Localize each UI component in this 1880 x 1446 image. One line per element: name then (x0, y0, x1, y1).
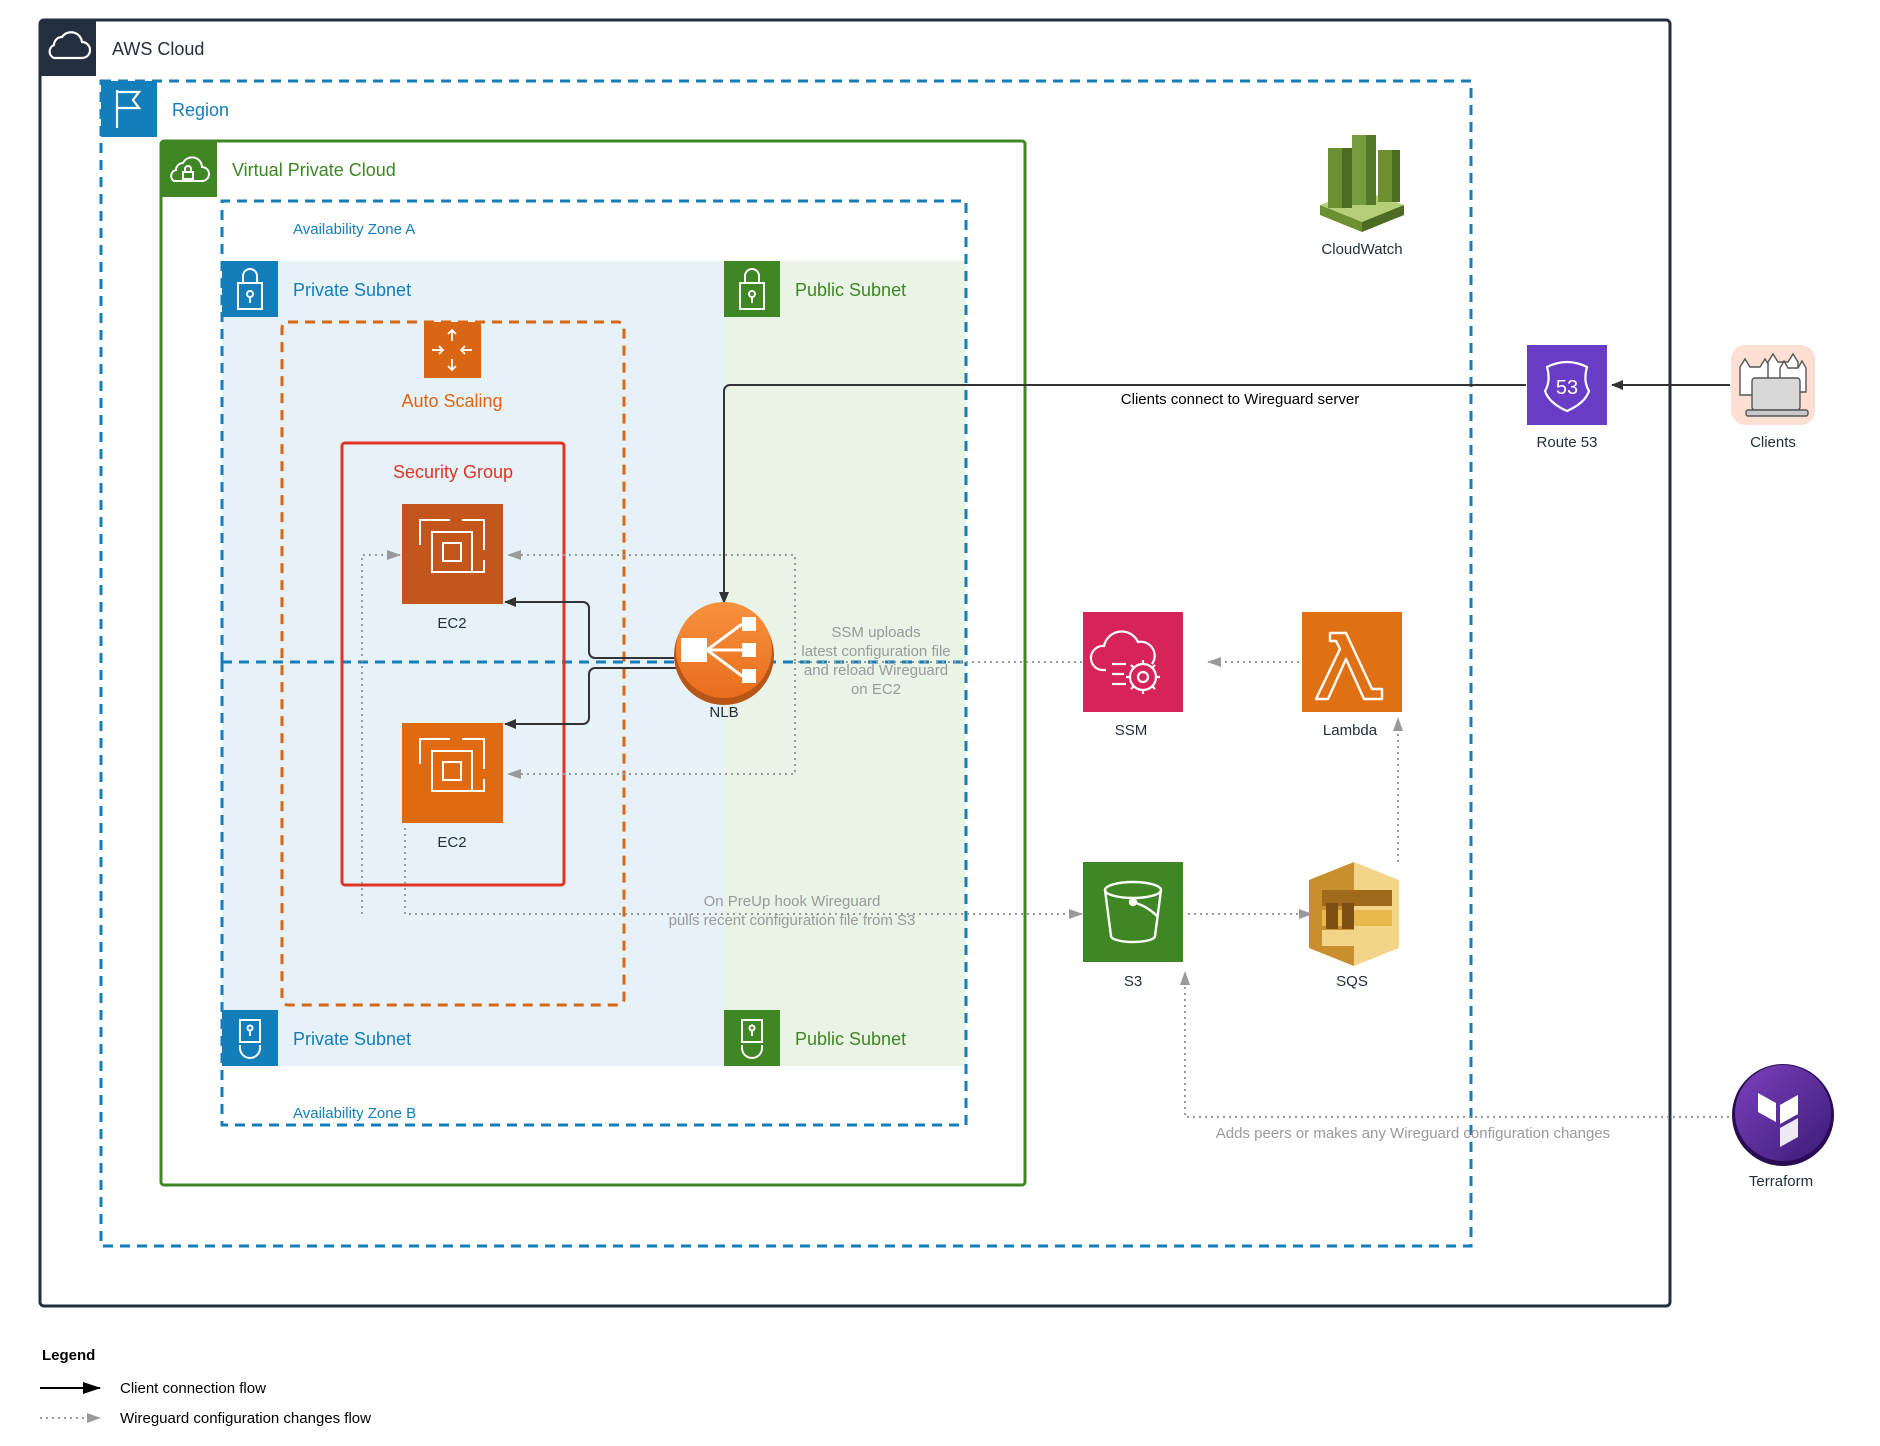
terraform-logo-icon (1758, 1093, 1798, 1147)
ssm-node[interactable]: SSM (1083, 612, 1183, 739)
auto-scaling-group: Auto Scaling (280, 320, 626, 1007)
auto-scaling-label: Auto Scaling (401, 391, 502, 411)
route53-node[interactable]: 53 Route 53 (1527, 345, 1607, 451)
s3-label: S3 (1124, 973, 1142, 990)
padlock-icon (739, 268, 765, 310)
region-group: Region (99, 79, 1473, 1248)
terraform-changes-label: Adds peers or makes any Wireguard config… (1216, 1125, 1610, 1142)
sqs-icon (1309, 862, 1399, 966)
edge-labels: Clients connect to Wireguard server SSM … (669, 391, 1611, 1142)
ec2-instance-a[interactable]: EC2 (402, 504, 503, 632)
client-connect-label: Clients connect to Wireguard server (1121, 391, 1359, 408)
ec2-a-label: EC2 (437, 615, 466, 632)
private-subnet-b-label: Private Subnet (293, 1029, 411, 1049)
edge-s3-to-ec2a (361, 550, 401, 914)
clients-node[interactable]: Clients (1731, 345, 1815, 451)
aws-cloud-group: AWS Cloud (38, 18, 1672, 1308)
sqs-node[interactable]: SQS (1309, 862, 1399, 990)
edge-nlb-to-ec2-b (504, 667, 676, 729)
terraform-node[interactable]: Terraform (1732, 1064, 1834, 1190)
public-subnet-a: Public Subnet (724, 261, 906, 317)
cloud-icon (48, 31, 92, 60)
lambda-icon (1314, 631, 1384, 701)
availability-zone-b: Availability Zone B (220, 662, 968, 1127)
cats-laptop-icon (1739, 352, 1809, 417)
padlock-icon (237, 268, 263, 310)
flag-icon (115, 90, 142, 128)
public-subnet-a-label: Public Subnet (795, 280, 906, 300)
client-flow-edges (504, 380, 1730, 729)
legend-title: Legend (42, 1347, 95, 1364)
clients-label: Clients (1750, 434, 1796, 451)
terraform-label: Terraform (1749, 1173, 1813, 1190)
cloudwatch-icon (1320, 135, 1404, 232)
route53-label: Route 53 (1537, 434, 1598, 451)
nlb-label: NLB (709, 704, 738, 721)
subnet-plug-icon (741, 1019, 763, 1059)
svg-text:on EC2: on EC2 (851, 681, 901, 698)
svg-text:latest configuration file: latest configuration file (801, 643, 950, 660)
az-b-label: Availability Zone B (293, 1105, 416, 1122)
aws-cloud-label: AWS Cloud (112, 39, 204, 59)
ec2-chip-icon (419, 738, 485, 792)
az-a-label: Availability Zone A (293, 221, 415, 238)
legend-dotted-label: Wireguard configuration changes flow (120, 1410, 371, 1427)
ssm-label: SSM (1115, 722, 1148, 739)
public-subnet-b: Public Subnet (724, 1010, 906, 1066)
cloudwatch-label: CloudWatch (1321, 241, 1402, 258)
security-group: Security Group (340, 441, 566, 887)
subnet-fills (222, 261, 966, 1066)
load-balancer-icon (681, 617, 756, 683)
availability-zone-a: Availability Zone A (220, 199, 968, 662)
preup-label: On PreUp hook Wireguard pulls recent con… (669, 893, 916, 929)
svg-text:SSM uploads: SSM uploads (831, 624, 920, 641)
svg-text:and reload Wireguard: and reload Wireguard (804, 662, 948, 679)
legend: Legend Client connection flow Wireguard … (40, 1347, 371, 1427)
security-group-label: Security Group (393, 462, 513, 482)
s3-bucket-icon (1103, 880, 1163, 944)
edge-ssm-to-ec2-b (507, 662, 796, 779)
lambda-label: Lambda (1323, 722, 1378, 739)
cloudwatch-node[interactable]: CloudWatch (1320, 135, 1404, 258)
private-subnet-b: Private Subnet (222, 1010, 411, 1066)
edge-nlb-to-ec2-a (504, 597, 676, 659)
lambda-node[interactable]: Lambda (1302, 612, 1402, 739)
svg-text:pulls recent configuration fil: pulls recent configuration file from S3 (669, 912, 916, 929)
route53-shield-icon: 53 (1543, 360, 1591, 413)
ec2-chip-icon (419, 519, 485, 573)
ec2-instance-b[interactable]: EC2 (402, 723, 503, 851)
svg-text:On PreUp hook Wireguard: On PreUp hook Wireguard (704, 893, 881, 910)
route53-badge-text: 53 (1556, 377, 1578, 399)
legend-solid-label: Client connection flow (120, 1380, 266, 1397)
edge-route53-to-nlb (719, 384, 1526, 604)
ec2-b-label: EC2 (437, 834, 466, 851)
vpc-cloud-lock-icon (170, 156, 210, 182)
private-subnet-a-label: Private Subnet (293, 280, 411, 300)
subnet-plug-icon (239, 1019, 261, 1059)
ssm-cloud-gear-icon (1089, 630, 1160, 694)
public-subnet-b-label: Public Subnet (795, 1029, 906, 1049)
config-flow-edges (361, 550, 1735, 1118)
nlb-node[interactable]: NLB (674, 602, 774, 721)
s3-node[interactable]: S3 (1083, 862, 1183, 990)
edge-ec2b-to-s3 (404, 828, 1083, 919)
edge-terraform-to-s3 (1180, 971, 1735, 1118)
vpc-group: Virtual Private Cloud (159, 139, 1027, 1187)
sqs-label: SQS (1336, 973, 1368, 990)
region-label: Region (172, 100, 229, 120)
vpc-label: Virtual Private Cloud (232, 160, 396, 180)
auto-scaling-icon (432, 328, 472, 372)
ssm-upload-label: SSM uploads latest configuration file an… (801, 624, 950, 698)
private-subnet-a: Private Subnet (222, 261, 411, 317)
